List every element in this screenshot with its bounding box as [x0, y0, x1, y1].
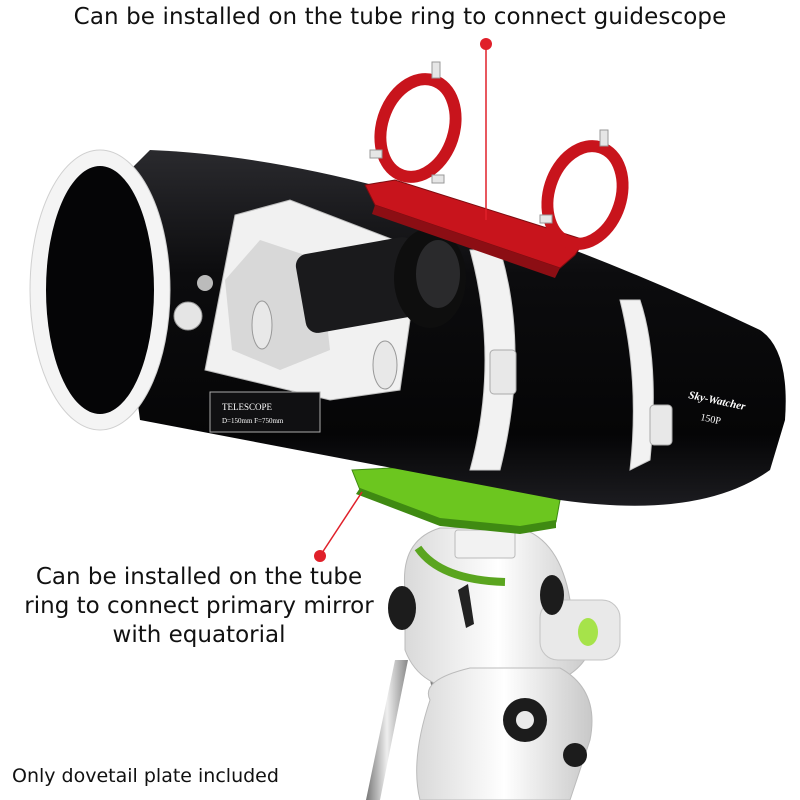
dovetail-caption: Can be installed on the tube ring to con… [24, 564, 374, 648]
spec-plate-details: D=150mm F=750mm [222, 417, 284, 425]
tube-model-label: 150P [699, 412, 722, 427]
spec-plate-title: TELESCOPE [222, 402, 273, 412]
guidescope-rings [364, 61, 629, 278]
dovetail-pointer [314, 491, 363, 562]
included-note: Only dovetail plate included [12, 765, 279, 787]
equatorial-mount [388, 527, 621, 800]
focuser-assembly: TELESCOPE D=150mm F=750mm [173, 199, 466, 433]
guidescope-pointer [480, 38, 492, 220]
guidescope-caption: Can be installed on the tube ring to con… [73, 4, 727, 30]
